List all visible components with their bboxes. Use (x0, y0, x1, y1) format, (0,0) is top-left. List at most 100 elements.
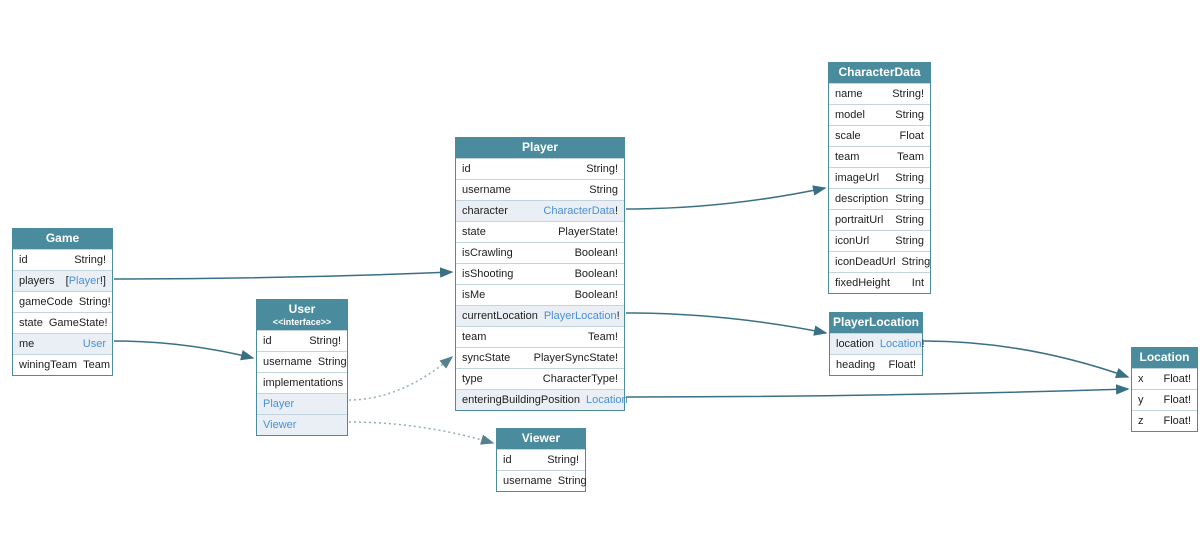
entity-header-user[interactable]: User<<interface>> (257, 300, 347, 330)
entity-header-location[interactable]: Location (1132, 348, 1197, 368)
field-row-player-isCrawling[interactable]: isCrawling Boolean! (456, 242, 624, 263)
field-name: x (1138, 373, 1144, 385)
field-name: currentLocation (462, 310, 538, 322)
type-text: [ (65, 275, 69, 287)
field-name: heading (836, 359, 876, 371)
type-text: !] (99, 275, 106, 287)
field-name: portraitUrl (835, 214, 884, 226)
type-text: String (589, 184, 618, 196)
entity-header-game[interactable]: Game (13, 229, 112, 249)
entity-stereotype: <<interface>> (272, 316, 332, 327)
field-type: Team! (588, 331, 618, 343)
entity-header-characterdata[interactable]: CharacterData (829, 63, 930, 83)
type-text: String! (309, 335, 341, 347)
field-row-game-players[interactable]: players [Player!] (13, 270, 112, 291)
field-row-user-Player[interactable]: Player (257, 393, 347, 414)
field-type: Boolean! (575, 268, 618, 280)
entity-header-player[interactable]: Player (456, 138, 624, 158)
field-row-playerlocation-heading[interactable]: heading Float! (830, 354, 922, 375)
field-type: Team (83, 359, 110, 371)
field-name: location (836, 338, 874, 350)
field-type: Boolean! (575, 247, 618, 259)
entity-header-playerlocation[interactable]: PlayerLocation (830, 313, 922, 333)
type-link[interactable]: Player (263, 398, 295, 410)
type-text: String (895, 193, 924, 205)
field-name: fixedHeight (835, 277, 891, 289)
type-link[interactable]: Location (879, 338, 922, 350)
type-link[interactable]: Viewer (263, 419, 297, 431)
field-row-user-implementations[interactable]: implementations (257, 372, 347, 393)
field-row-game-gameCode[interactable]: gameCode String! (13, 291, 112, 312)
field-type: String (895, 193, 924, 205)
field-type: Float! (888, 359, 916, 371)
entity-title: Player (521, 140, 559, 155)
type-link[interactable]: User (82, 338, 106, 350)
type-link[interactable]: Location (586, 394, 628, 406)
field-row-player-isShooting[interactable]: isShooting Boolean! (456, 263, 624, 284)
field-row-user-Viewer[interactable]: Viewer (257, 414, 347, 435)
entity-title: Viewer (521, 431, 561, 446)
type-link[interactable]: PlayerLocation (543, 310, 617, 322)
entity-header-viewer[interactable]: Viewer (497, 429, 585, 449)
type-text: String (317, 356, 347, 368)
edge-player-character-to-characterdata (625, 185, 827, 210)
field-type: String! (586, 163, 618, 175)
field-name: state (462, 226, 486, 238)
type-text: Float! (1163, 415, 1191, 427)
field-name: isCrawling (462, 247, 513, 259)
field-type: String! (79, 296, 111, 308)
entity-title: Game (45, 231, 80, 246)
field-name: type (462, 373, 483, 385)
field-row-location-x[interactable]: x Float! (1132, 368, 1197, 389)
type-text: Float! (1163, 373, 1191, 385)
type-text: String (895, 235, 924, 247)
type-link[interactable]: Player (68, 275, 100, 287)
field-type: Int (912, 277, 924, 289)
field-name: isShooting (462, 268, 514, 280)
type-link[interactable]: CharacterData (543, 205, 615, 217)
type-text: String! (74, 254, 106, 266)
field-name: character (462, 205, 508, 217)
field-name: gameCode (19, 296, 73, 308)
field-row-characterdata-fixedHeight[interactable]: fixedHeight Int (829, 272, 930, 293)
field-name: players (19, 275, 55, 287)
